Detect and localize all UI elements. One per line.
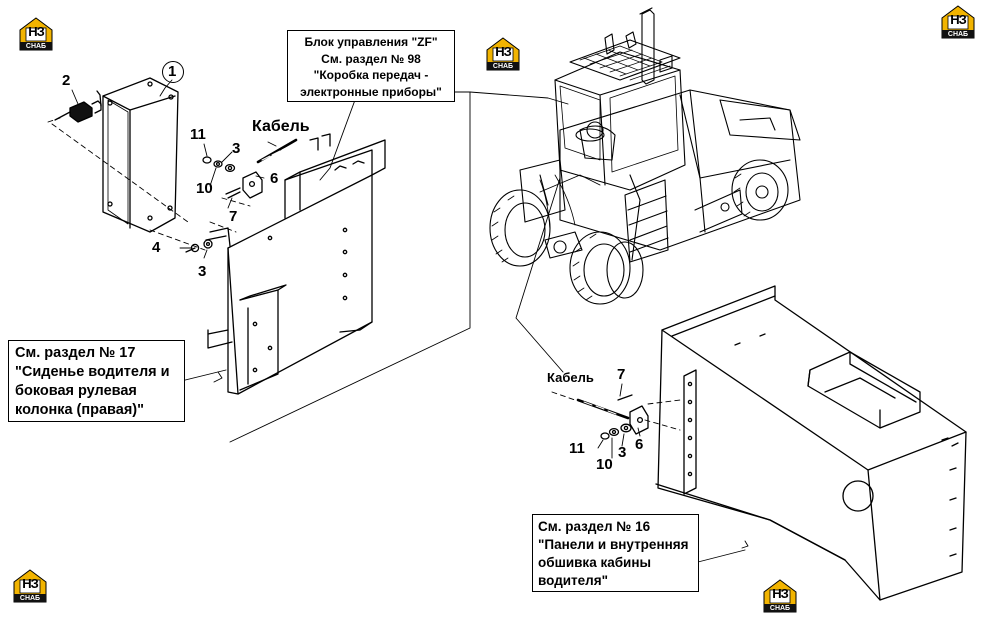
- callout-1: 1: [168, 63, 177, 80]
- callout-circle-1: [162, 61, 184, 83]
- s16-line-1: См. раздел № 16: [538, 519, 651, 534]
- s17-line-3: боковая рулевая: [15, 383, 137, 399]
- section-16-reference: См. раздел № 16 "Панели и внутренняя обш…: [532, 514, 699, 592]
- zf-line-3: "Коробка передач -: [313, 68, 429, 82]
- brand-logo: НЗ СНАБ: [12, 568, 48, 604]
- s16-line-4: водителя": [538, 573, 609, 588]
- brand-logo: НЗ СНАБ: [762, 578, 798, 614]
- leader-lines-right: [597, 383, 749, 563]
- callout-right-7: 7: [617, 366, 626, 383]
- cable-label-left: Кабель: [252, 118, 310, 135]
- callout-3-lower: 3: [198, 263, 207, 280]
- connector-line-top: [454, 91, 569, 105]
- leader-dashes-left: [47, 117, 251, 251]
- brand-logo: НЗ СНАБ: [485, 36, 521, 72]
- callout-right-6: 6: [635, 436, 644, 453]
- zf-line-2: См. раздел № 98: [321, 51, 421, 66]
- callout-right-11: 11: [569, 440, 585, 457]
- forklift-illustration: [489, 7, 801, 305]
- callout-right-10: 10: [596, 456, 613, 473]
- callout-6: 6: [270, 170, 279, 187]
- control-unit-housing: [102, 77, 179, 233]
- connector-line-cab: [539, 174, 601, 193]
- zf-control-unit-reference: Блок управления "ZF" См. раздел № 98 "Ко…: [287, 30, 455, 102]
- s17-line-2: "Сиденье водителя и: [15, 364, 170, 380]
- callout-11: 11: [190, 126, 206, 143]
- cab-panel: [655, 285, 967, 601]
- zf-line-1: Блок управления "ZF": [304, 35, 438, 49]
- connector-plug: [54, 90, 102, 123]
- s17-line-1: См. раздел № 17: [15, 345, 136, 361]
- leader-lines-left: [71, 79, 356, 383]
- callout-7: 7: [229, 208, 238, 225]
- mounting-bracket: [205, 133, 386, 395]
- connector-line-right: [515, 177, 564, 373]
- hardware-right: [576, 394, 649, 440]
- callout-3-upper: 3: [232, 140, 241, 157]
- brand-logo: НЗ СНАБ: [940, 4, 976, 40]
- s16-line-2: "Панели и внутренняя: [538, 537, 689, 552]
- cable-label-right: Кабель: [547, 370, 594, 385]
- s16-line-3: обшивка кабины: [538, 555, 652, 570]
- connector-line-left: [229, 91, 471, 443]
- callout-2: 2: [62, 72, 71, 89]
- callout-4: 4: [152, 239, 161, 256]
- leader-dashes-right: [551, 391, 681, 431]
- callout-10: 10: [196, 180, 213, 197]
- s17-line-4: колонка (правая)": [15, 402, 145, 418]
- brand-logo: НЗ СНАБ: [18, 16, 54, 52]
- section-17-reference: См. раздел № 17 "Сиденье водителя и боко…: [8, 340, 185, 422]
- zf-line-4: электронные приборы": [300, 84, 442, 99]
- callout-right-3: 3: [618, 444, 627, 461]
